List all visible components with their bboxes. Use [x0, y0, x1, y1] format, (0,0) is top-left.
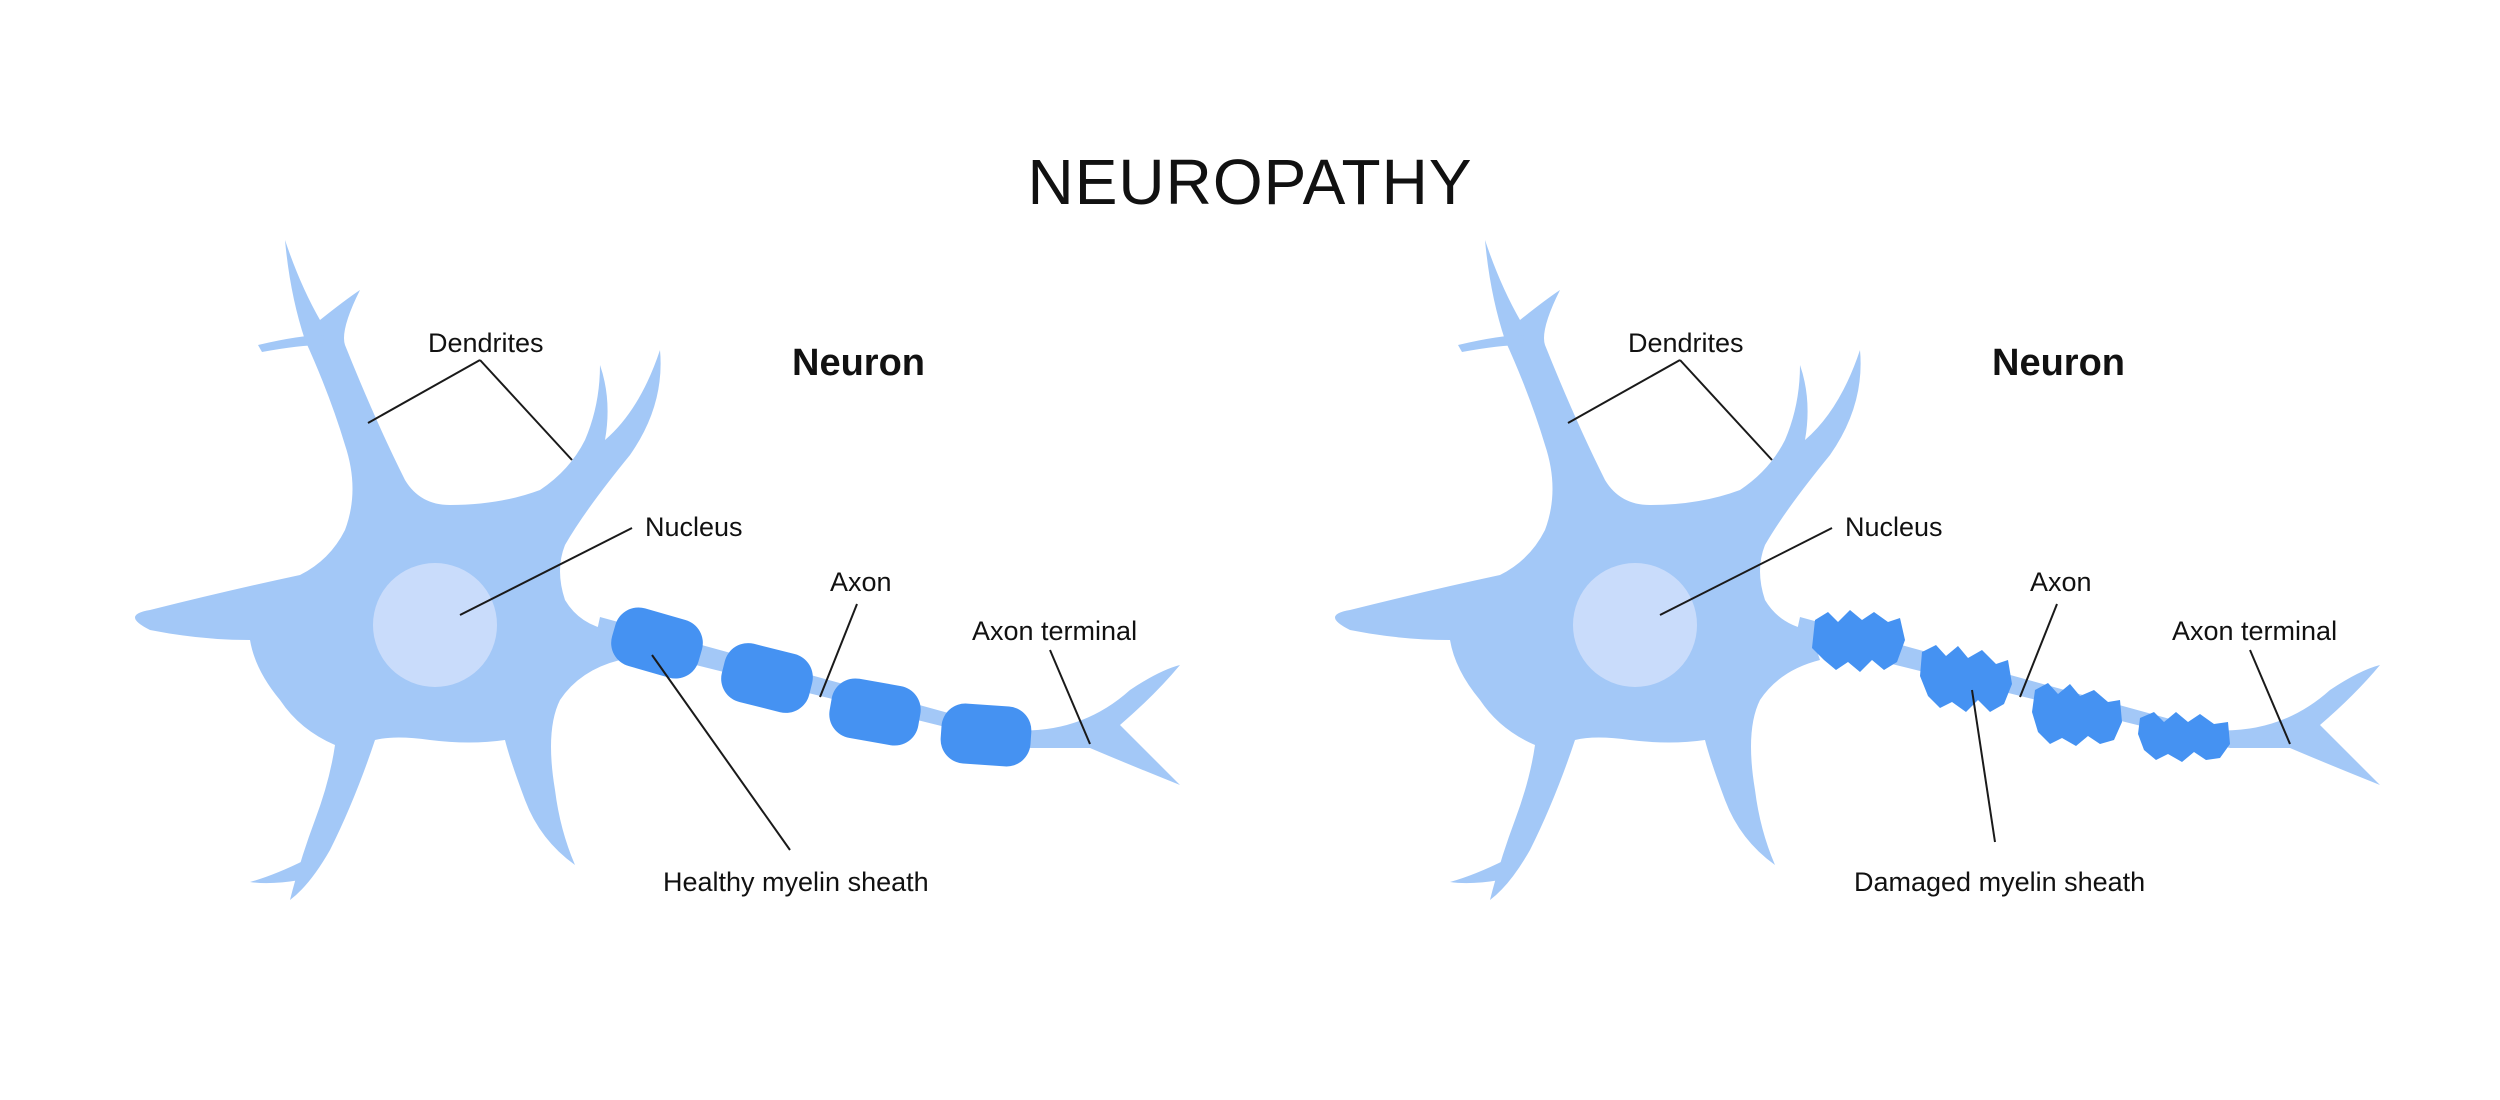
axon-label: Axon: [830, 567, 892, 597]
myelin-segment: [721, 643, 813, 713]
myelin-sheath-label: Healthy myelin sheath: [663, 867, 929, 897]
neuron-cell-body: [135, 240, 661, 900]
dendrites-label: Dendrites: [1628, 328, 1744, 358]
axon-terminal-label: Axon terminal: [972, 616, 1137, 646]
myelin-segment: [1812, 610, 1905, 672]
dendrites-label: Dendrites: [428, 328, 544, 358]
healthy-myelin-segments: [611, 607, 1032, 767]
myelin-segment: [2032, 683, 2122, 746]
damaged-neuron-panel: Neuron Dendrites Nucleus Axon Axon termi…: [1335, 240, 2380, 900]
myelin-sheath-label: Damaged myelin sheath: [1854, 867, 2145, 897]
myelin-segment: [829, 678, 921, 746]
neuron-cell-body: [1335, 240, 1861, 900]
page-title: NEUROPATHY: [1027, 146, 1473, 218]
damaged-myelin-segments: [1812, 610, 2230, 762]
myelin-segment: [611, 607, 703, 679]
nucleus-label: Nucleus: [645, 512, 743, 542]
nucleus-label: Nucleus: [1845, 512, 1943, 542]
axon-terminal-label: Axon terminal: [2172, 616, 2337, 646]
panel-heading: Neuron: [792, 342, 925, 384]
nucleus-shape: [373, 563, 497, 687]
myelin-segment: [2138, 712, 2230, 762]
myelin-segment: [940, 703, 1032, 767]
leader-lines: [1567, 359, 2291, 843]
panel-heading: Neuron: [1992, 342, 2125, 384]
nucleus-shape: [1573, 563, 1697, 687]
axon-label: Axon: [2030, 567, 2092, 597]
myelin-segment: [1920, 645, 2012, 712]
healthy-neuron-panel: Neuron Dendrites Nucleus Axon Axon termi…: [135, 240, 1180, 900]
leader-lines: [367, 359, 1091, 851]
